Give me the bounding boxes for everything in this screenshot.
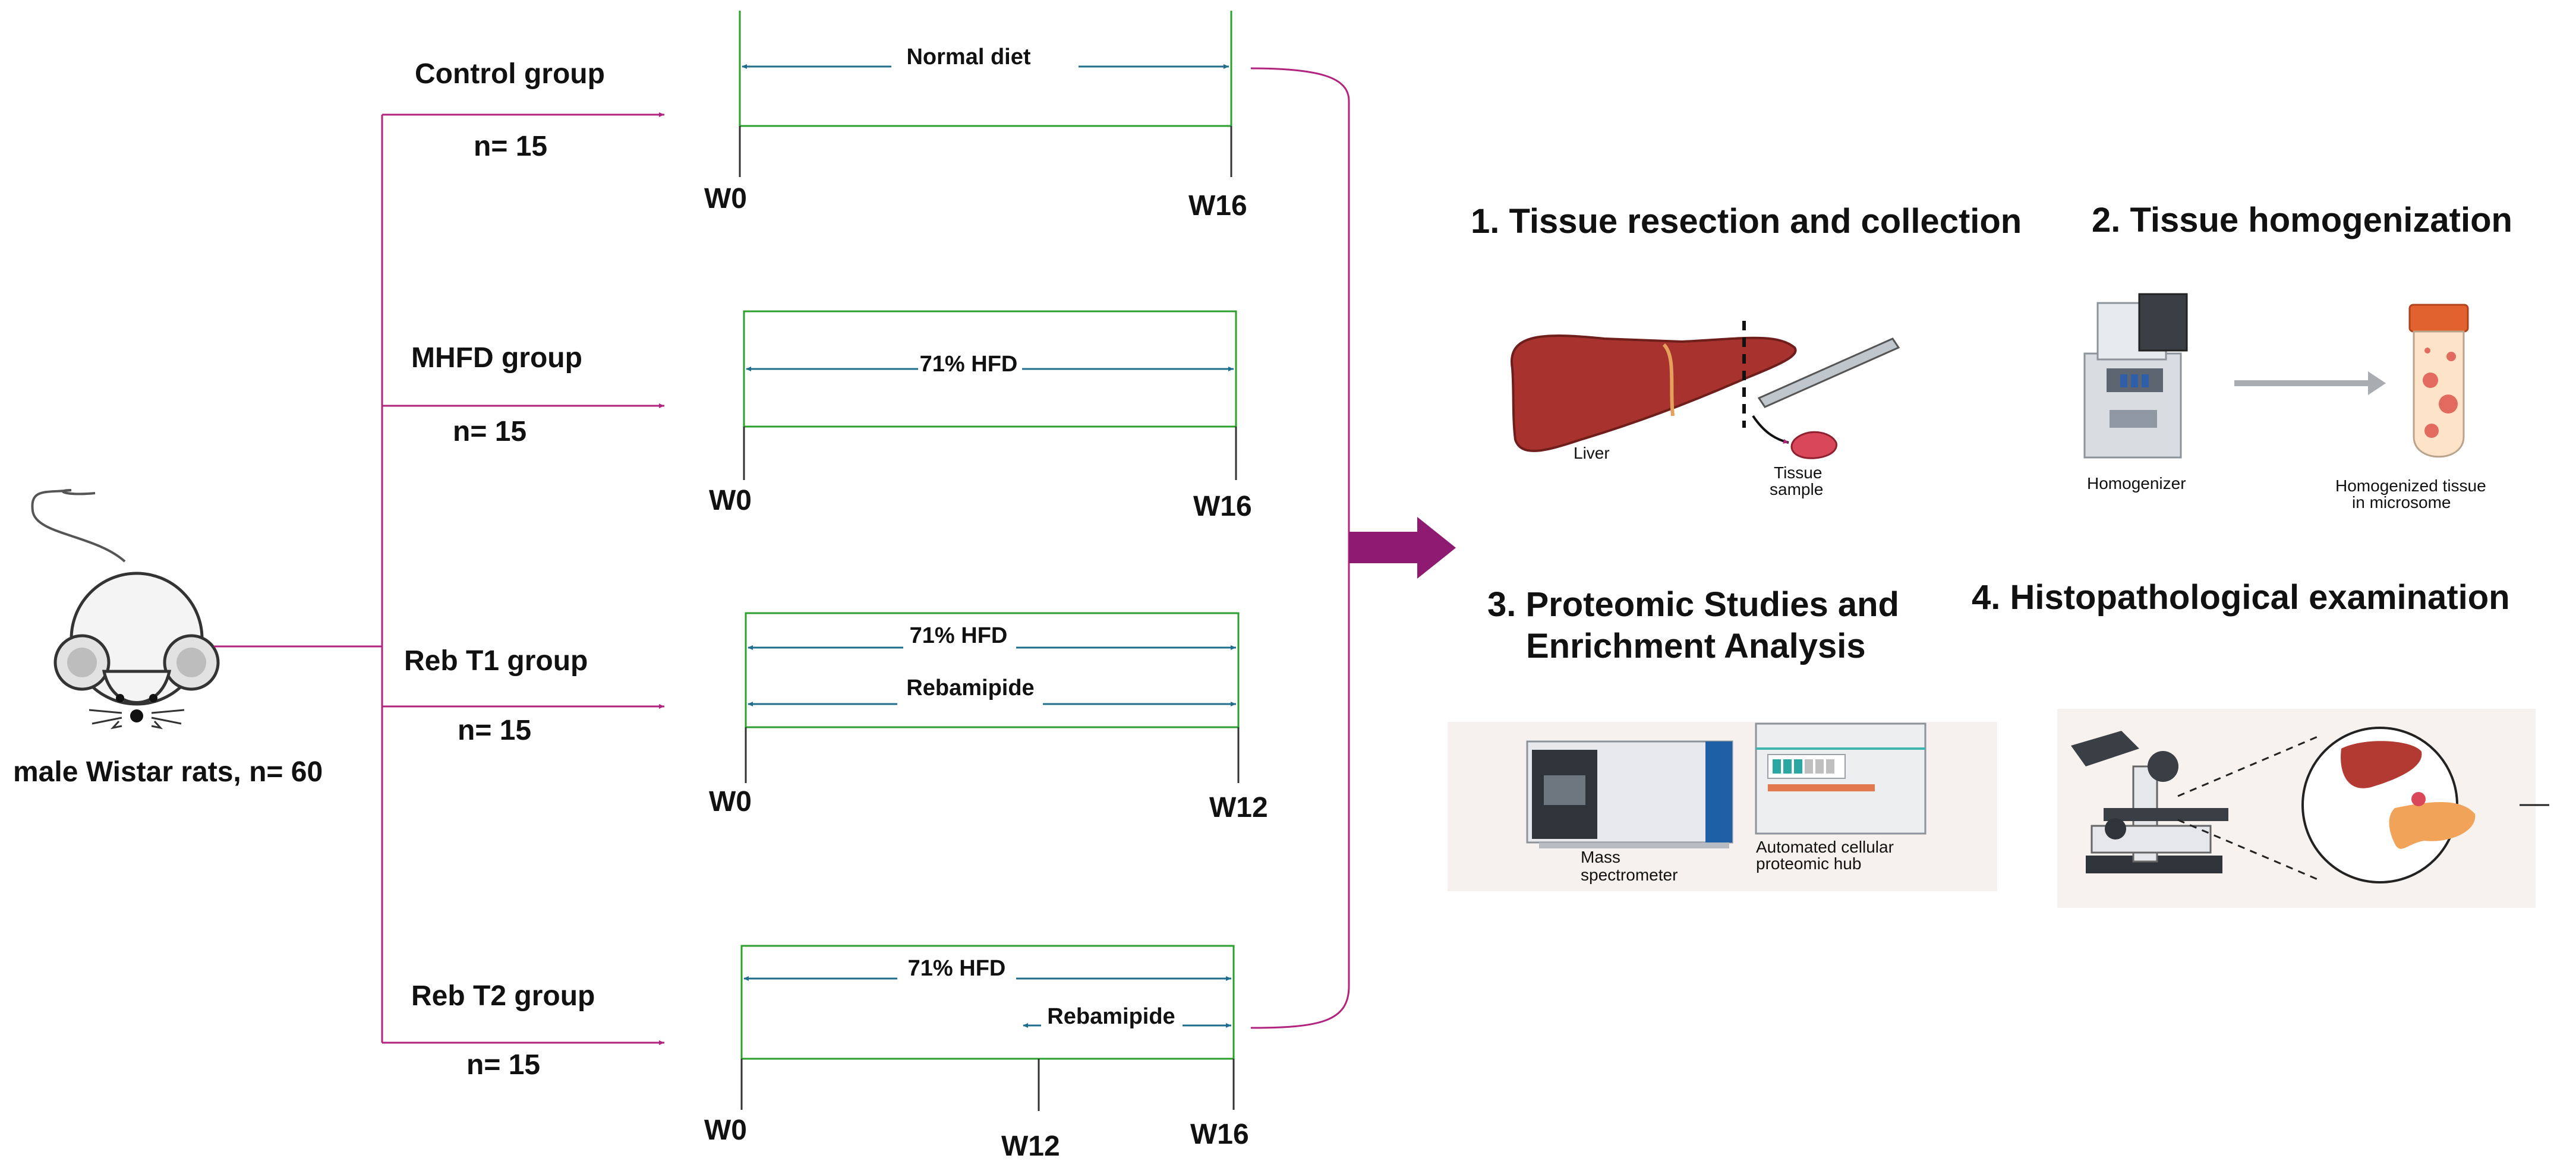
week-start: W0 <box>704 1115 747 1146</box>
week-start: W0 <box>709 485 752 516</box>
icon-label: Homogenized tissue <box>2335 476 2486 495</box>
week-end: W16 <box>1188 190 1247 222</box>
timeline-box <box>743 310 1237 480</box>
group-mhfd: MHFD group n= 15 71% HFD W0 W16 <box>411 310 1252 522</box>
treatment-label: Rebamipide <box>906 676 1034 700</box>
week-mid: W12 <box>1001 1131 1060 1162</box>
step-proteomics: 3. Proteomic Studies and Enrichment Anal… <box>1448 585 1997 891</box>
group-name: MHFD group <box>411 342 582 374</box>
group-name: Reb T1 group <box>404 645 588 677</box>
diet-bar: 71% HFD <box>748 623 1236 650</box>
icon-label: sample <box>1770 480 1823 498</box>
homogenizer-icon <box>2083 293 2188 459</box>
week-end: W16 <box>1190 1119 1249 1150</box>
group-n: n= 15 <box>458 715 531 746</box>
diet-bar: Normal diet <box>742 45 1229 70</box>
proteomic-hub-icon <box>1755 722 1927 835</box>
group-name: Control group <box>415 58 605 90</box>
magnified-view-icon <box>2177 727 2549 883</box>
mass-spectrometer-icon <box>1526 740 1733 848</box>
week-start: W0 <box>704 183 747 214</box>
branch-lines <box>214 67 1350 1045</box>
diet-bar: 71% HFD <box>746 352 1234 377</box>
tube-icon <box>2408 304 2469 458</box>
week-start: W0 <box>709 786 752 818</box>
week-end: W12 <box>1209 792 1268 823</box>
diet-label: 71% HFD <box>920 352 1018 377</box>
mouse-icon <box>31 489 220 730</box>
icon-label: Tissue <box>1774 463 1822 482</box>
icon-label: proteomic hub <box>1756 854 1861 873</box>
diet-label: 71% HFD <box>910 623 1008 648</box>
timeline-box <box>740 945 1235 1111</box>
icon-label: Mass <box>1581 848 1620 866</box>
icon-label: Homogenizer <box>2087 474 2186 493</box>
group-n: n= 15 <box>474 131 547 162</box>
liver-resection-icon <box>1510 321 1900 459</box>
icon-label: in microsome <box>2352 493 2451 512</box>
group-reb-t1: Reb T1 group n= 15 71% HFD Rebamipide W0… <box>404 612 1268 823</box>
microscope-icon <box>2071 731 2228 873</box>
treatment-bar: Rebamipide <box>748 676 1236 706</box>
step-tissue-resection: 1. Tissue resection and collection Liver… <box>1471 202 2022 498</box>
step-title-line1: 3. Proteomic Studies and <box>1487 585 1899 624</box>
icon-label: Liver <box>1574 444 1610 462</box>
step-homogenization: 2. Tissue homogenization Homogenizer Hom… <box>2083 201 2512 512</box>
step-title: 2. Tissue homogenization <box>2092 201 2512 239</box>
step-title: 4. Histopathological examination <box>1972 578 2510 617</box>
icon-label: Automated cellular <box>1756 838 1894 856</box>
flow-arrow-icon <box>1349 517 1456 579</box>
group-n: n= 15 <box>453 416 526 447</box>
group-control: Control group n= 15 Normal diet W0 W16 <box>415 11 1247 222</box>
step-title: 1. Tissue resection and collection <box>1471 202 2022 241</box>
treatment-label: Rebamipide <box>1047 1004 1175 1029</box>
step-histopathology: 4. Histopathological examination <box>1972 578 2549 908</box>
subjects-label: male Wistar rats, n= 60 <box>13 756 323 788</box>
diet-label: 71% HFD <box>908 956 1006 981</box>
transfer-arrow-icon <box>2234 371 2386 395</box>
group-name: Reb T2 group <box>411 980 595 1012</box>
timeline-box <box>739 11 1232 177</box>
diet-bar: 71% HFD <box>743 956 1231 981</box>
week-end: W16 <box>1193 491 1252 522</box>
timeline-box <box>745 612 1240 783</box>
treatment-bar: Rebamipide <box>1023 1004 1231 1029</box>
group-n: n= 15 <box>466 1049 540 1081</box>
diet-label: Normal diet <box>906 45 1030 70</box>
step-title-line2: Enrichment Analysis <box>1526 627 1866 665</box>
group-reb-t2: Reb T2 group n= 15 71% HFD Rebamipide W0… <box>411 945 1249 1162</box>
icon-label: spectrometer <box>1581 866 1678 884</box>
